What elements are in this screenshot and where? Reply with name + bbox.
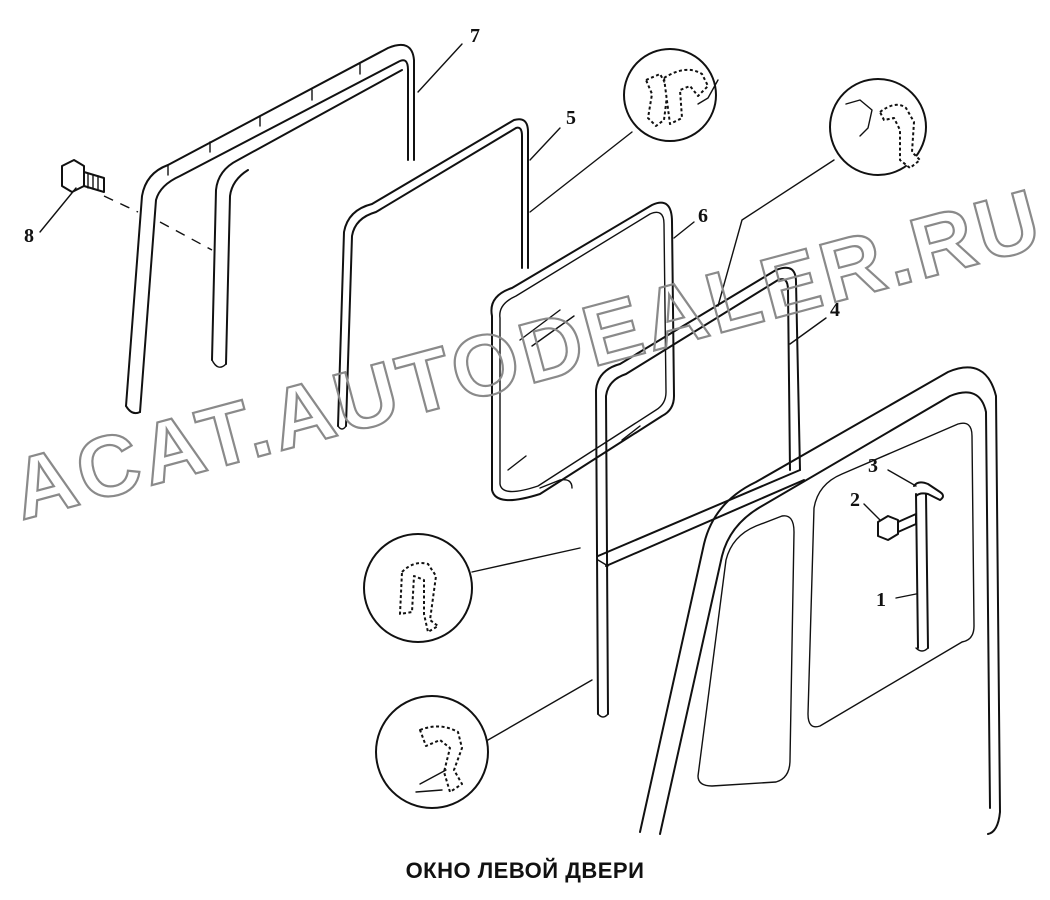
part-6-window-glass: [490, 201, 675, 501]
part-2-screw: [877, 513, 917, 541]
part-5-glass-seal-frame: [337, 118, 529, 430]
leader-detail-4: [487, 679, 593, 741]
seal-section-detail-2: [829, 78, 927, 176]
callout-2: 2: [850, 489, 860, 511]
leader-7: [417, 43, 463, 93]
callout-5: 5: [566, 107, 576, 129]
callout-7: 7: [470, 25, 480, 47]
leader-8: [39, 187, 77, 233]
callout-8: 8: [24, 225, 34, 247]
callout-4: 4: [830, 299, 840, 321]
part-7-window-channel-frame: [103, 44, 415, 415]
part-1-inner-handle: [915, 493, 929, 652]
leader-5-detail: [529, 131, 633, 213]
part-4-glass-run-channel: [595, 266, 805, 718]
part-3-handle-bracket: [913, 481, 944, 501]
diagram-title: ОКНО ЛЕВОЙ ДВЕРИ: [405, 858, 645, 883]
leader-5: [529, 127, 561, 161]
leader-6: [673, 221, 695, 239]
callout-6: 6: [698, 205, 708, 227]
seal-section-detail-1: [623, 48, 719, 142]
leader-lines: [39, 43, 917, 741]
part-8-bolt: [61, 159, 105, 193]
callout-3: 3: [868, 455, 878, 477]
seal-section-detail-3: [363, 533, 473, 643]
leader-2: [863, 503, 881, 521]
callout-numbers: 7 5 6 4 8 3 2 1: [24, 25, 886, 611]
leader-detail-2: [717, 159, 835, 307]
watermark: ACAT.AUTODEALER.RU: [2, 171, 1050, 539]
door-panel: [639, 366, 1001, 835]
callout-1: 1: [876, 589, 886, 611]
leader-4: [789, 317, 827, 345]
leader-1: [895, 593, 917, 599]
leader-3: [887, 469, 917, 487]
leader-detail-3: [471, 547, 581, 573]
seal-section-detail-4: [375, 695, 489, 809]
